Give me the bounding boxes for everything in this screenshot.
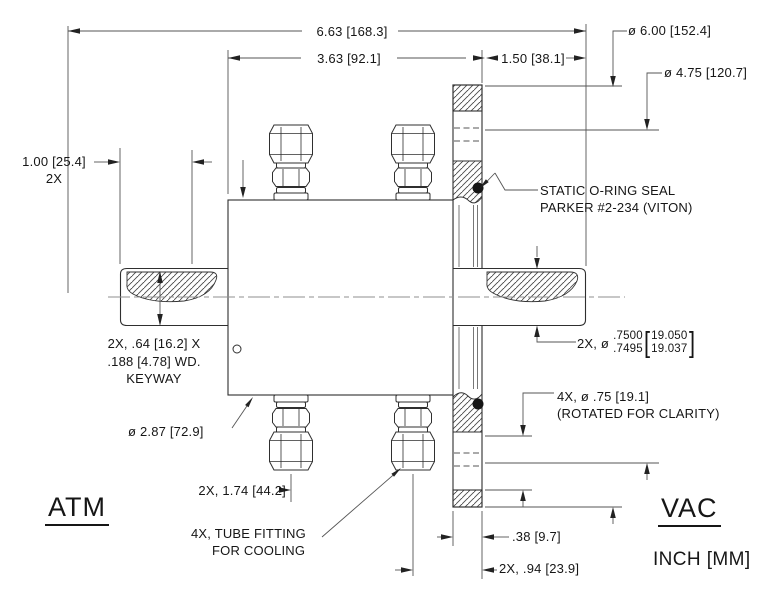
callout-tube-fitting-line2: FOR COOLING	[212, 543, 306, 558]
dim-fitting-offset: 2X, .94 [23.9]	[499, 561, 580, 576]
callout-bolt-holes-line1: 4X, ø .75 [19.1]	[557, 389, 650, 404]
dim-flange-od: ø 6.00 [152.4]	[628, 23, 712, 38]
shaft-dia-mm-high: 19.050	[651, 330, 688, 342]
flange-hidden-bolt-holes	[454, 127, 481, 467]
label-units: INCH [MM]	[653, 549, 751, 570]
oring-dot-bottom	[472, 398, 484, 410]
bracket-close: ]	[688, 327, 695, 359]
callout-keyway-line3: KEYWAY	[126, 371, 182, 386]
label-atm-side: ATM	[45, 492, 109, 526]
tube-fitting-top-right	[391, 124, 435, 201]
dimension-lines	[67, 24, 662, 579]
tube-fitting-bottom-left	[269, 394, 313, 471]
dim-overall-length: 6.63 [168.3]	[316, 24, 388, 39]
dim-right-extension: 1.50 [38.1]	[501, 51, 565, 66]
oring-dot-top	[472, 182, 484, 194]
callout-oring-line2: PARKER #2-234 (VITON)	[540, 200, 693, 215]
dim-body-length: 3.63 [92.1]	[317, 51, 381, 66]
shaft-dia-mm-low: 19.037	[651, 343, 688, 355]
dim-fitting-span: 2X, 1.74 [44.2]	[198, 483, 286, 498]
main-body	[227, 199, 454, 396]
arrowheads	[68, 28, 650, 573]
dim-left-extension: 1.00 [25.4]	[22, 154, 86, 169]
dim-body-diameter: ø 2.87 [72.9]	[128, 424, 204, 439]
set-screw-hole	[232, 344, 242, 354]
shaft-dia-inch-low: .7495	[613, 343, 643, 355]
keyway-section-right	[486, 271, 579, 303]
shaft-dia-inch-high: .7500	[613, 330, 643, 342]
dim-flange-thickness: .38 [9.7]	[512, 529, 561, 544]
callout-tube-fitting-line1: 4X, TUBE FITTING	[191, 526, 306, 541]
callout-bolt-holes-line2: (ROTATED FOR CLARITY)	[557, 406, 720, 421]
shaft-dia-prefix: 2X, ø	[577, 335, 610, 351]
label-vac-side: VAC	[658, 493, 721, 527]
callout-keyway-line2: .188 [4.78] WD.	[107, 354, 201, 369]
dim-left-extension-qty: 2X	[45, 171, 63, 186]
bracket-open: [	[643, 327, 651, 359]
flange-bore-lines	[458, 205, 478, 389]
tube-fittings	[269, 124, 435, 471]
callout-keyway-line1: 2X, .64 [16.2] X	[107, 336, 201, 351]
keyway-section-left	[126, 271, 218, 303]
dim-shaft-diameter: 2X, ø .7500 .7495 [ 19.050 19.037 ]	[577, 326, 695, 360]
tube-fitting-bottom-right	[391, 394, 435, 471]
callout-oring-line1: STATIC O-RING SEAL	[540, 183, 676, 198]
tube-fitting-top-left	[269, 124, 313, 201]
dim-bolt-circle: ø 4.75 [120.7]	[664, 65, 748, 80]
